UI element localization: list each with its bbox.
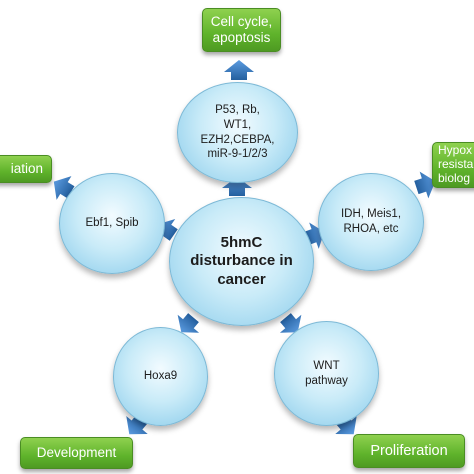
node-top: P53, Rb, WT1, EZH2,CEBPA, miR-9-1/2/3 bbox=[177, 82, 298, 183]
node-left: Ebf1, Spib bbox=[59, 173, 165, 274]
arrow-top-to-outcome bbox=[224, 60, 254, 80]
outcome-top-label: Cell cycle, apoptosis bbox=[210, 14, 273, 45]
outcome-bottom-left-label: Development bbox=[36, 445, 117, 461]
node-bottom-left-label: Hoxa9 bbox=[143, 370, 178, 383]
node-right-label: IDH, Meis1, RHOA, etc bbox=[340, 208, 402, 235]
outcome-left-label: iation bbox=[10, 161, 43, 177]
node-bottom-right: WNT pathway bbox=[274, 321, 379, 426]
node-bottom-right-label: WNT pathway bbox=[305, 359, 348, 387]
outcome-right: Hypox resista biolog bbox=[432, 142, 474, 188]
outcome-top: Cell cycle, apoptosis bbox=[202, 8, 281, 52]
outcome-bottom-right: Proliferation bbox=[353, 434, 465, 468]
arrow-center-to-top bbox=[222, 177, 252, 196]
node-left-label: Ebf1, Spib bbox=[85, 217, 139, 230]
outcome-left: iation bbox=[0, 155, 52, 183]
node-right: IDH, Meis1, RHOA, etc bbox=[318, 173, 424, 271]
outcome-right-label: Hypox resista biolog bbox=[438, 143, 474, 185]
outcome-bottom-right-label: Proliferation bbox=[370, 442, 448, 459]
arrow-right-to-outcome bbox=[414, 171, 436, 199]
outcome-bottom-left: Development bbox=[20, 437, 133, 469]
center-node: 5hmC disturbance in cancer bbox=[169, 197, 314, 326]
center-node-label: 5hmC disturbance in cancer bbox=[190, 234, 293, 288]
node-top-label: P53, Rb, WT1, EZH2,CEBPA, miR-9-1/2/3 bbox=[200, 104, 275, 161]
arrow-center-to-bottom-right bbox=[279, 313, 302, 333]
arrow-center-to-bottom-left bbox=[177, 313, 200, 333]
node-bottom-left: Hoxa9 bbox=[113, 327, 208, 426]
